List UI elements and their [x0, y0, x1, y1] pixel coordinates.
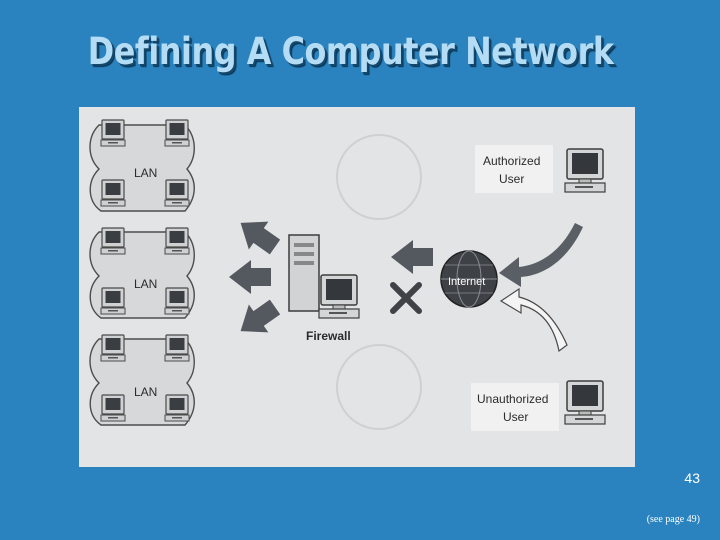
authorized-arrow-icon [499, 223, 583, 287]
firewall-label: Firewall [306, 329, 351, 343]
firewall-server-icon [288, 234, 360, 319]
lan-label: LAN [134, 277, 157, 291]
page-number: 43 [684, 470, 700, 486]
network-diagram: LAN LAN LAN Firewall [79, 107, 635, 467]
slide-title: Defining A Computer Network [87, 30, 614, 73]
unauthorized-arrow-icon [499, 287, 568, 353]
unauthorized-user-computer-icon [564, 380, 606, 425]
lan-group-1: LAN [89, 119, 195, 212]
authorized-user-computer-icon [564, 148, 606, 193]
authorized-user-label-line2: User [499, 172, 524, 186]
arrow-icon [229, 208, 285, 346]
lan-group-2: LAN [89, 227, 195, 319]
authorized-user-label-line1: Authorized [483, 154, 540, 168]
blocked-x-icon [390, 282, 422, 314]
lan-label: LAN [134, 385, 157, 399]
internet-label: Internet [448, 276, 485, 288]
unauthorized-user-label-line1: Unauthorized [477, 392, 548, 406]
lan-group-3: LAN [89, 334, 195, 426]
arrow-icon [391, 240, 433, 274]
lan-label: LAN [134, 166, 157, 180]
globe-icon [440, 250, 498, 308]
unauthorized-user-label-line2: User [503, 410, 528, 424]
page-reference: (see page 49) [646, 514, 700, 525]
